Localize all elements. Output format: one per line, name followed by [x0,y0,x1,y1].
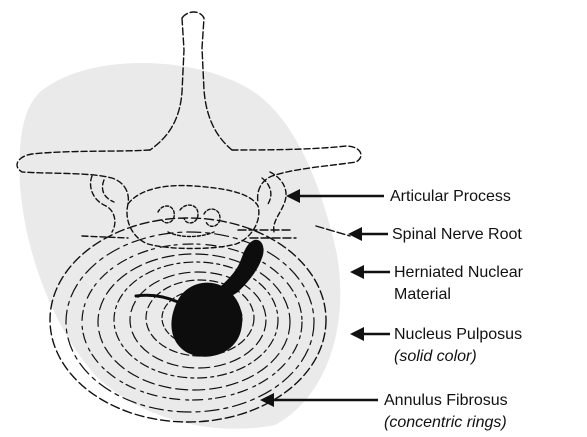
label-spinal-nerve-root: Spinal Nerve Root [392,224,522,245]
label-nucleus-note: (solid color) [394,346,477,367]
label-articular-process: Articular Process [390,186,511,207]
background-shadow [20,63,341,429]
arrow-spinal-nerve-root [348,227,388,241]
label-herniated-nuclear: Herniated Nuclear [394,262,523,283]
label-herniated-material: Material [394,284,451,305]
label-annulus-note: (concentric rings) [384,412,507,433]
label-nucleus-pulposus: Nucleus Pulposus [394,324,522,345]
arrow-nucleus-pulposus [350,327,390,341]
arrow-herniated-material [350,265,390,279]
label-annulus-fibrosus: Annulus Fibrosus [384,390,508,411]
